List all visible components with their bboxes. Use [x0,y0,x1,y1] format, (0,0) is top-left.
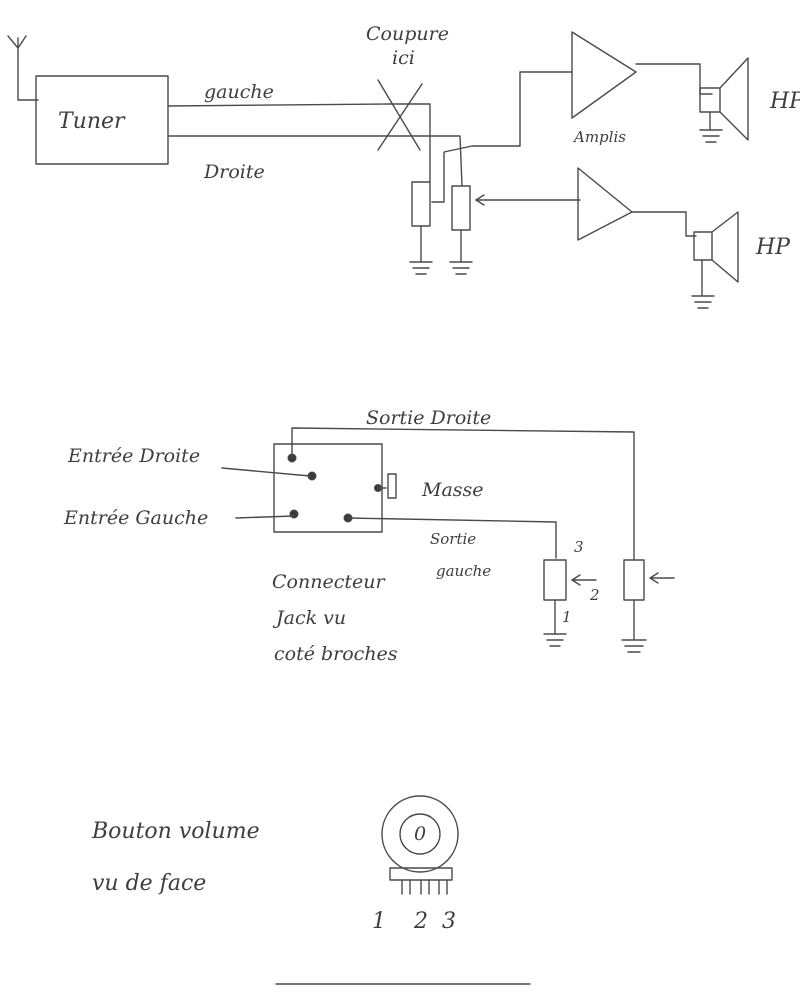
amplifier-2-icon [577,167,633,241]
speaker-2-icon [691,211,739,309]
amplifier-1-icon [571,31,637,119]
volume-knob-icon [381,795,459,895]
pin-1-label: 1 [562,608,572,626]
wire-right [167,135,463,187]
amps-label: Amplis [572,128,626,146]
input-right-label: Entrée Droite [67,445,200,467]
wire-left [167,103,431,183]
cut-label-1: Coupure [366,23,449,45]
wire-output-left [347,517,557,559]
pin-3-label: 3 [574,538,584,556]
potentiometer-left-mid [543,559,567,601]
cut-mark-icon [377,79,423,151]
jack-pin-bottom-left [289,509,299,519]
knob-pin-3-label: 3 [442,909,456,934]
wiper-left-top [431,145,521,203]
wire-left-label: gauche [204,81,274,103]
output-left-label-1: Sortie [430,530,476,548]
input-left-label: Entrée Gauche [63,507,208,529]
speaker-2-label: HP [755,235,791,260]
output-left-label-2: gauche [436,562,491,580]
potentiometer-right-top [451,185,471,231]
tuner-box [35,75,169,165]
ground-label: Masse [421,479,484,501]
potentiometer-right-mid [623,559,645,601]
wiper-right-top [475,194,581,206]
knob-caption-2: vu de face [92,871,206,896]
ground-tab [387,473,397,499]
connector-caption-2: Jack vu [272,607,346,629]
connector-caption-1: Connecteur [272,571,386,593]
cut-label-2: ici [392,47,415,69]
antenna-icon [7,35,39,101]
potentiometer-left-top [411,181,431,227]
speaker-1-icon [699,57,749,143]
wire-output-right [291,427,635,561]
pin-2-label: 2 [589,586,600,604]
knob-face-label: 0 [414,823,426,845]
wire-right-label: Droite [203,161,265,183]
speaker-1-label: HP [769,89,800,114]
knob-pin-1-label: 1 [372,909,386,934]
tuner-label: Tuner [58,109,126,134]
knob-caption-1: Bouton volume [91,819,260,844]
output-right-label: Sortie Droite [366,407,491,429]
knob-pin-2-label: 2 [413,909,428,934]
connector-caption-3: coté broches [274,643,398,665]
